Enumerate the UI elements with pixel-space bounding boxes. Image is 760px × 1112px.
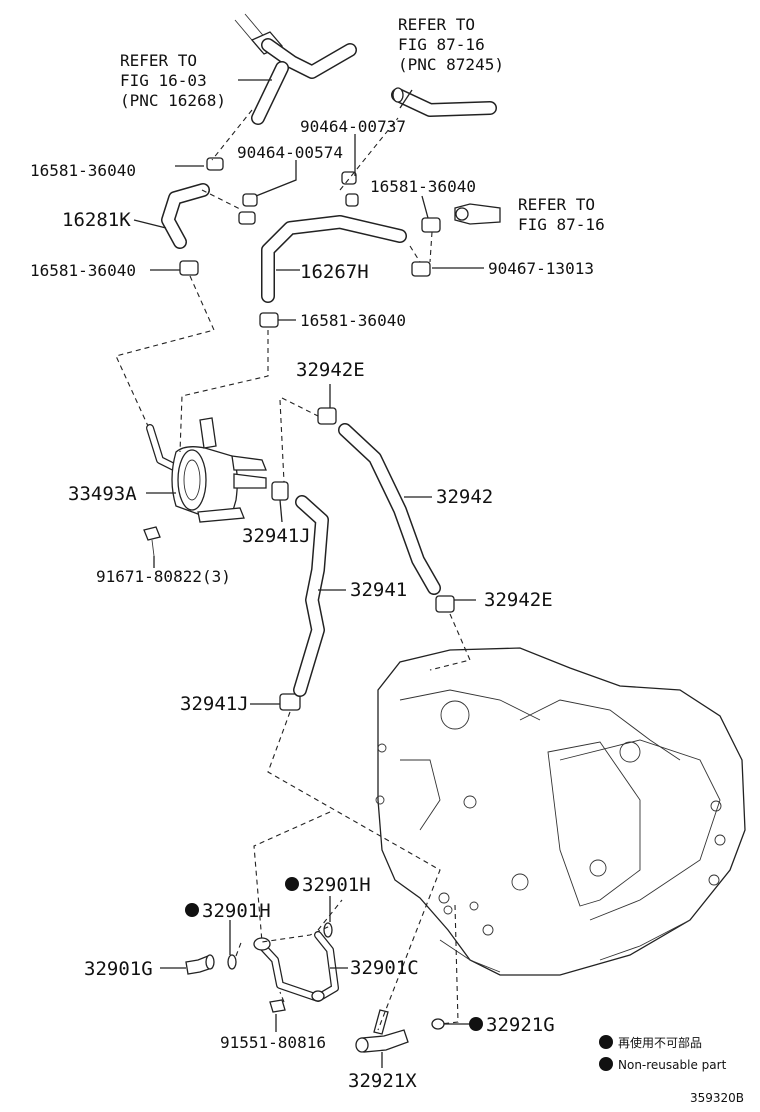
label-32901h-right: 32901H xyxy=(302,874,371,896)
label-90467-13013: 90467-13013 xyxy=(488,259,594,278)
hose-16267h xyxy=(261,215,407,303)
label-32921x: 32921X xyxy=(348,1070,417,1092)
label-32901g: 32901G xyxy=(84,958,153,980)
upper-pipe-assembly xyxy=(234,13,357,125)
label-32941: 32941 xyxy=(350,579,407,601)
legend-text-jp: 再使用不可部品 xyxy=(618,1035,702,1050)
label-32942e-bottom: 32942E xyxy=(484,589,553,611)
label-32921g: 32921G xyxy=(486,1014,555,1036)
label-90464-00574: 90464-00574 xyxy=(237,143,343,162)
figure-code: 359320B xyxy=(690,1091,744,1105)
label-refer-fig-87-16-top-line2: FIG 87-16 xyxy=(398,35,485,54)
leader-lines xyxy=(133,79,484,1068)
legend-text-en: Non-reusable part xyxy=(618,1058,727,1072)
label-32901h-left: 32901H xyxy=(202,900,271,922)
label-32942: 32942 xyxy=(436,486,493,508)
dashed-guide-lines xyxy=(115,109,471,1031)
hose-16281k xyxy=(161,183,210,249)
non-reusable-mark-32901h-right xyxy=(285,877,299,891)
legend: 再使用不可部品 Non-reusable part xyxy=(599,1035,727,1072)
label-refer-fig-16-03-line2: FIG 16-03 xyxy=(120,71,207,90)
union-32921x xyxy=(355,1009,445,1053)
transmission-housing xyxy=(375,647,746,976)
label-32941j-top: 32941J xyxy=(242,525,311,547)
label-91551-80816: 91551-80816 xyxy=(220,1033,326,1052)
clamps-middle xyxy=(271,407,455,711)
label-32941j-bottom: 32941J xyxy=(180,693,249,715)
label-16267h: 16267H xyxy=(300,261,369,283)
bolt-91551-80816 xyxy=(269,999,286,1013)
label-refer-fig-16-03-line3: (PNC 16268) xyxy=(120,91,226,110)
label-refer-fig-87-16-top-line3: (PNC 87245) xyxy=(398,55,504,74)
hose-32942 xyxy=(338,423,441,595)
bolt-91671-80822 xyxy=(143,526,161,557)
label-refer-fig-87-16-right-line1: REFER TO xyxy=(518,195,595,214)
label-refer-fig-16-03-line1: REFER TO xyxy=(120,51,197,70)
label-16581-36040-c: 16581-36040 xyxy=(30,261,136,280)
label-32901c: 32901C xyxy=(350,957,419,979)
label-91671-80822: 91671-80822(3) xyxy=(96,567,231,586)
oil-cooler-33493a xyxy=(146,417,267,523)
label-refer-fig-87-16-right-line2: FIG 87-16 xyxy=(518,215,605,234)
label-16581-36040-b: 16581-36040 xyxy=(370,177,476,196)
union-bolt-32901g xyxy=(185,954,215,975)
legend-bullet-jp xyxy=(599,1035,613,1049)
label-16281k: 16281K xyxy=(62,209,131,231)
label-16581-36040-d: 16581-36040 xyxy=(300,311,406,330)
gaskets-32901h xyxy=(227,922,333,970)
label-33493a: 33493A xyxy=(68,483,137,505)
non-reusable-mark-32901h-left xyxy=(185,903,199,917)
legend-bullet-en xyxy=(599,1057,613,1071)
clamps-upper xyxy=(179,157,501,328)
pipe-32901c xyxy=(253,931,339,1002)
label-refer-fig-87-16-top-line1: REFER TO xyxy=(398,15,475,34)
non-reusable-mark-32921g xyxy=(469,1017,483,1031)
label-32942e-top: 32942E xyxy=(296,359,365,381)
hose-32941 xyxy=(293,495,329,697)
label-90464-00737: 90464-00737 xyxy=(300,117,406,136)
upper-right-pipe xyxy=(391,87,497,117)
callout-labels: REFER TO FIG 16-03 (PNC 16268) REFER TO … xyxy=(30,15,605,1092)
label-16581-36040-a: 16581-36040 xyxy=(30,161,136,180)
